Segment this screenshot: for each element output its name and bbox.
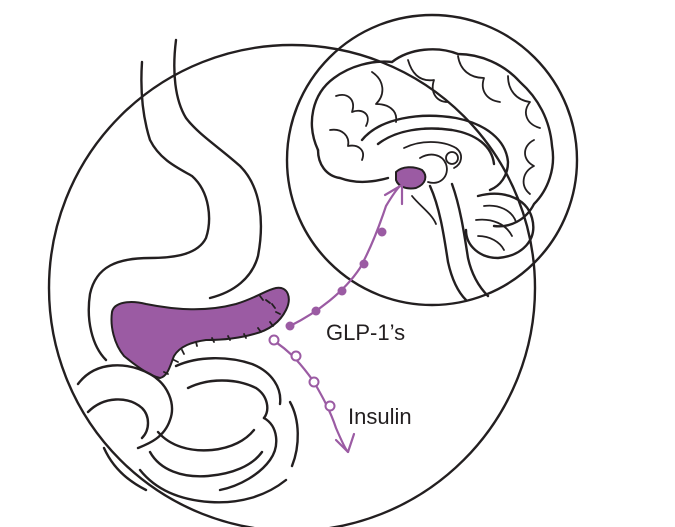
arrow-up-icon [383, 183, 404, 206]
brain-icon [310, 48, 555, 302]
intestine-icon [76, 357, 299, 504]
stomach-icon [87, 38, 263, 362]
brain-circle [285, 13, 579, 307]
insulin-flow [268, 334, 356, 454]
arrow-down-icon [334, 432, 356, 454]
body-circle [47, 43, 537, 527]
glp1-flow [285, 183, 404, 331]
glp1-label: GLP-1’s [326, 320, 405, 345]
insulin-label: Insulin [348, 404, 412, 429]
pancreas-icon [110, 286, 290, 379]
